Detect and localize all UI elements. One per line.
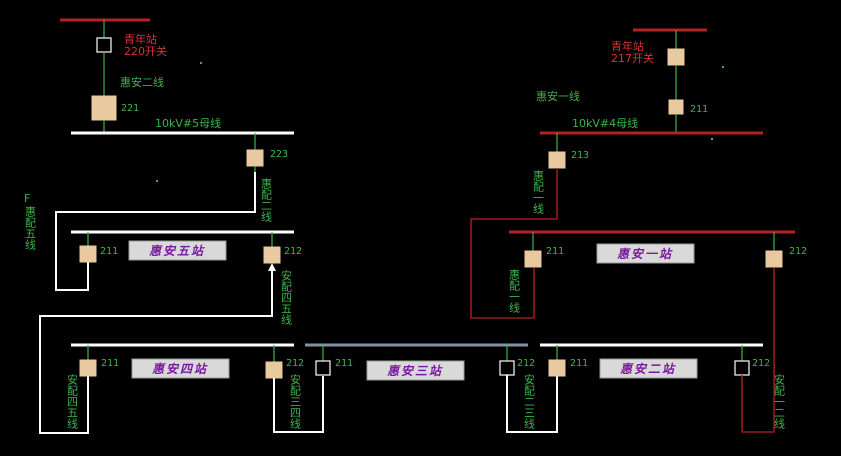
line-huipei2-label: 惠配二线 [260,177,273,222]
station-1-name: 惠安一站 [617,247,673,261]
dot-marker [722,66,724,68]
line-anpei23 [506,375,558,433]
station-5-212-arrow [268,263,276,271]
station-3-switch-212[interactable] [499,360,515,376]
line-huipei5-label: 惠配五线 [24,205,37,250]
station-2-switch-211[interactable] [548,359,566,377]
line-anpei34 [273,376,324,433]
switch-213[interactable] [548,151,566,169]
switch-223-label: 223 [270,149,288,160]
station-5-switch-211[interactable] [79,245,97,263]
station-5-box[interactable] [128,240,227,261]
station-2-switch-212[interactable] [734,360,750,376]
station-4-switch-212[interactable] [265,361,283,379]
source-name-left: 青年站 [124,32,157,46]
station-5-switch-212-label: 212 [284,246,302,257]
switch-221[interactable] [91,95,117,121]
bus-4-label: 10kV#4母线 [572,116,638,130]
station-1-switch-211[interactable] [524,250,542,268]
feeder-huian2-label: 惠安二线 [120,75,164,89]
station-5-switch-212[interactable] [263,246,281,264]
station-3-switch-211-label: 211 [335,358,353,369]
station-4-switch-211[interactable] [79,359,97,377]
line-huipei5-prefix: F [24,192,30,205]
line-anpei34-label: 安配三四线 [289,373,302,429]
dot-marker [711,138,713,140]
bus-5-label: 10kV#5母线 [155,116,221,130]
source-switch-left: 220开关 [124,44,167,58]
switch-213-label: 213 [571,150,589,161]
line-anpei12-label: 安配一二线 [773,373,786,429]
station-1-box[interactable] [596,243,695,264]
line-anpei45-left-label: 安配四五线 [66,373,79,429]
switch-223[interactable] [246,149,264,167]
station-3-switch-212-label: 212 [517,358,535,369]
station-4-name: 惠安四站 [152,362,208,376]
line-huipei1 [470,168,558,319]
line-anpei23-label: 安配二三线 [523,373,536,429]
line-anpei45 [39,271,273,434]
switch-217[interactable] [667,48,685,66]
station-2-box[interactable] [599,358,698,379]
line-huipei1-top-label: 惠配一线 [532,169,545,214]
switch-221-label: 221 [121,103,139,114]
feeder-huian1-label: 惠安一线 [536,89,580,103]
line-anpei45-right-label: 安配四五线 [280,269,293,325]
station-4-switch-212-label: 212 [286,358,304,369]
station-2-switch-211-label: 211 [570,358,588,369]
switch-211[interactable] [668,99,684,115]
station-3-box[interactable] [366,360,465,381]
station-2-switch-212-label: 212 [752,358,770,369]
switch-211-label: 211 [690,104,708,115]
line-anpei12 [741,268,775,433]
line-huipei2 [55,172,256,291]
station-1-switch-212[interactable] [765,250,783,268]
station-4-switch-211-label: 211 [101,358,119,369]
source-switch-right: 217开关 [611,51,654,65]
station-5-switch-211-label: 211 [100,246,118,257]
dot-marker [156,180,158,182]
station-4-box[interactable] [131,358,230,379]
station-1-switch-212-label: 212 [789,246,807,257]
station-3-name: 惠安三站 [387,364,443,378]
switch-220[interactable] [96,37,112,53]
station-2-name: 惠安二站 [620,362,676,376]
source-name-right: 青年站 [611,39,644,53]
station-5-name: 惠安五站 [149,244,205,258]
line-huipei1-mid-label: 惠配一线 [508,268,521,313]
dot-marker [200,62,202,64]
station-3-switch-211[interactable] [315,360,331,376]
station-1-switch-211-label: 211 [546,246,564,257]
